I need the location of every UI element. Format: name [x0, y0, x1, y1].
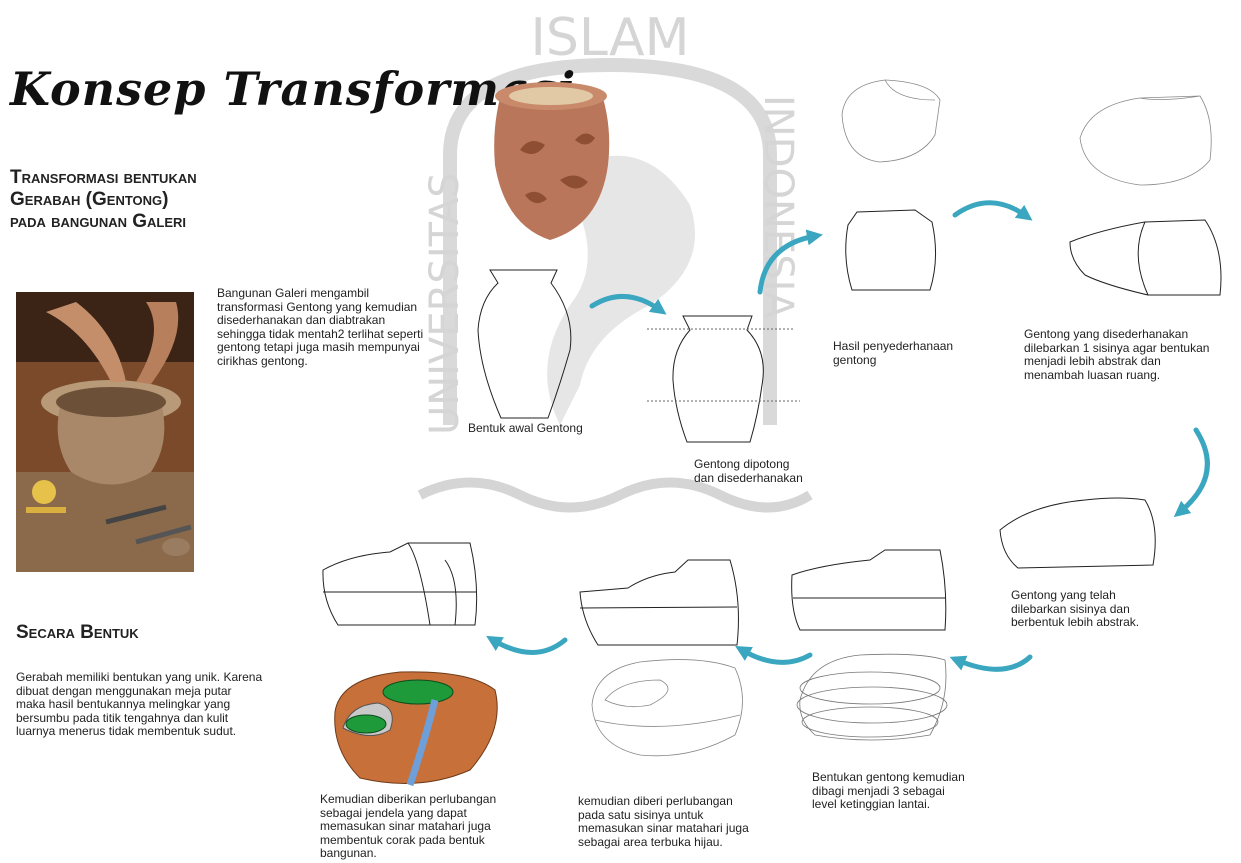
gentong-final-outline — [323, 543, 477, 625]
caption-line: Bentukan gentong kemudian — [812, 771, 965, 785]
caption-line: dibagi menjadi 3 sebagai — [812, 785, 965, 799]
arrow-7-to-8 — [493, 640, 565, 653]
gentong-widened-outline — [1070, 220, 1221, 295]
caption-step-2: Gentong dipotong dan disederhanakan — [694, 458, 803, 485]
caption-line: menambah luasan ruang. — [1024, 369, 1209, 383]
caption-line: dan disederhanakan — [694, 472, 803, 486]
gentong-opening-sketch — [592, 660, 743, 756]
caption-line: Bentuk awal Gentong — [468, 422, 583, 436]
caption-step-7: kemudian diberi perlubangan pada satu si… — [578, 795, 749, 849]
caption-line: dilebarkan sisinya dan — [1011, 603, 1139, 617]
gentong-opening-outline — [580, 560, 738, 645]
arrow-2-to-3 — [760, 236, 815, 292]
caption-step-1: Bentuk awal Gentong — [468, 422, 583, 436]
caption-line: gentong — [833, 354, 953, 368]
caption-line: Kemudian diberikan perlubangan — [320, 793, 496, 807]
caption-line: pada satu sisinya untuk — [578, 809, 749, 823]
gentong-levels-sketch — [797, 654, 947, 740]
gentong-photo — [494, 82, 609, 240]
gentong-abstract-outline — [1000, 498, 1155, 568]
gentong-levels-outline — [792, 550, 946, 630]
gentong-widened-sketch — [1080, 96, 1211, 185]
caption-step-5: Gentong yang telah dilebarkan sisinya da… — [1011, 589, 1139, 630]
caption-line: Gentong yang telah — [1011, 589, 1139, 603]
gentong-simplified-outline — [846, 210, 936, 290]
caption-line: Gentong yang disederhanakan — [1024, 328, 1209, 342]
caption-line: kemudian diberi perlubangan — [578, 795, 749, 809]
caption-line: sebagai area terbuka hijau. — [578, 836, 749, 850]
caption-step-3: Hasil penyederhanaan gentong — [833, 340, 953, 367]
gentong-sketch-3d — [842, 80, 940, 162]
arrow-6-to-7 — [742, 650, 810, 662]
caption-line: memasukan sinar matahari juga — [320, 820, 496, 834]
gentong-initial-outline — [478, 270, 571, 418]
arrow-3-to-4 — [955, 203, 1026, 216]
caption-line: Hasil penyederhanaan — [833, 340, 953, 354]
arrow-4-to-5 — [1180, 430, 1207, 512]
caption-line: memasukan sinar matahari juga — [578, 822, 749, 836]
pot-3d-model — [335, 672, 498, 785]
caption-line: membentuk corak pada bentuk — [320, 834, 496, 848]
caption-line: berbentuk lebih abstrak. — [1011, 616, 1139, 630]
caption-line: Gentong dipotong — [694, 458, 803, 472]
arrow-5-to-6 — [957, 657, 1030, 669]
caption-step-8: Kemudian diberikan perlubangan sebagai j… — [320, 793, 496, 861]
caption-line: bangunan. — [320, 847, 496, 861]
caption-step-6: Bentukan gentong kemudian dibagi menjadi… — [812, 771, 965, 812]
gentong-cut-outline — [673, 316, 763, 442]
arrow-1-to-2 — [592, 296, 660, 310]
caption-line: dilebarkan 1 sisinya agar bentukan — [1024, 342, 1209, 356]
caption-line: sebagai jendela yang dapat — [320, 807, 496, 821]
caption-line: level ketinggian lantai. — [812, 798, 965, 812]
caption-line: menjadi lebih abstrak dan — [1024, 355, 1209, 369]
caption-step-4: Gentong yang disederhanakan dilebarkan 1… — [1024, 328, 1209, 382]
